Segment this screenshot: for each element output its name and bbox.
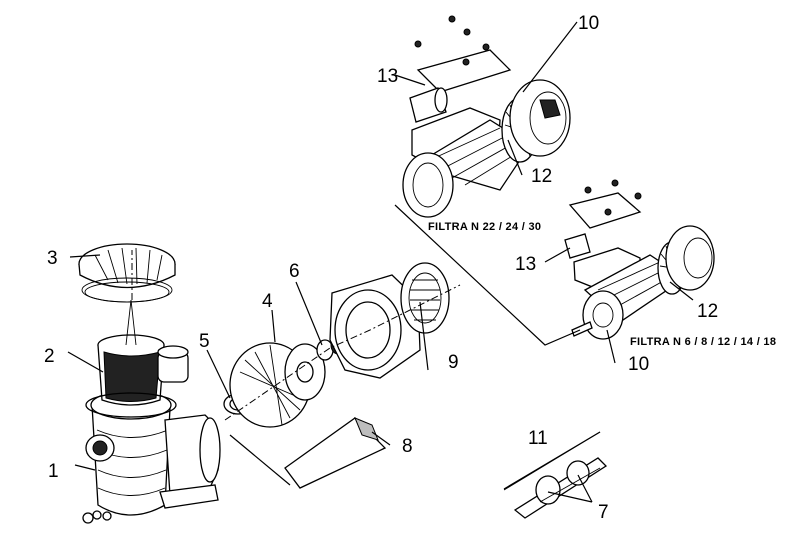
callout-9: 9 (448, 352, 459, 373)
callout-5: 5 (199, 331, 210, 352)
callout-8: 8 (402, 436, 413, 457)
callout-10-small-motor: 10 (628, 354, 649, 375)
diffuser-part-4 (229, 342, 326, 428)
union-fitting (157, 345, 189, 383)
callout-12-small-motor: 12 (697, 301, 718, 322)
callout-3: 3 (47, 248, 58, 269)
callout-11: 11 (528, 428, 548, 449)
strainer-basket-part-2 (85, 299, 177, 418)
callout-13-small-motor: 13 (515, 254, 536, 275)
callout-6: 6 (289, 261, 300, 282)
callout-4: 4 (262, 291, 273, 312)
large-motor (402, 15, 571, 218)
callout-1: 1 (48, 461, 59, 482)
shaft-assembly-part-11 (503, 431, 608, 519)
model-label-large-motor: FILTRA N 22 / 24 / 30 (428, 221, 541, 233)
callout-12-large-motor: 12 (531, 166, 552, 187)
strainer-lid-part-3 (78, 243, 176, 303)
model-label-small-motor: FILTRA N 6 / 8 / 12 / 14 / 18 (630, 336, 776, 348)
motor-foot-part-8 (284, 417, 387, 489)
leader-lines (67, 21, 694, 503)
callout-13-large-motor: 13 (377, 66, 398, 87)
small-motor (564, 179, 715, 340)
pump-body-part-1 (82, 390, 221, 524)
seal-housing-flange (329, 274, 421, 379)
model-captions: FILTRA N 22 / 24 / 30 FILTRA N 6 / 8 / 1… (428, 221, 776, 348)
callout-10-large-motor: 10 (578, 13, 599, 34)
callout-2: 2 (44, 346, 55, 367)
callout-labels: 1 2 3 4 5 6 7 8 9 10 10 11 12 12 13 13 (44, 13, 718, 523)
adapter-flange-part-9 (400, 262, 450, 334)
callout-7: 7 (598, 502, 609, 523)
